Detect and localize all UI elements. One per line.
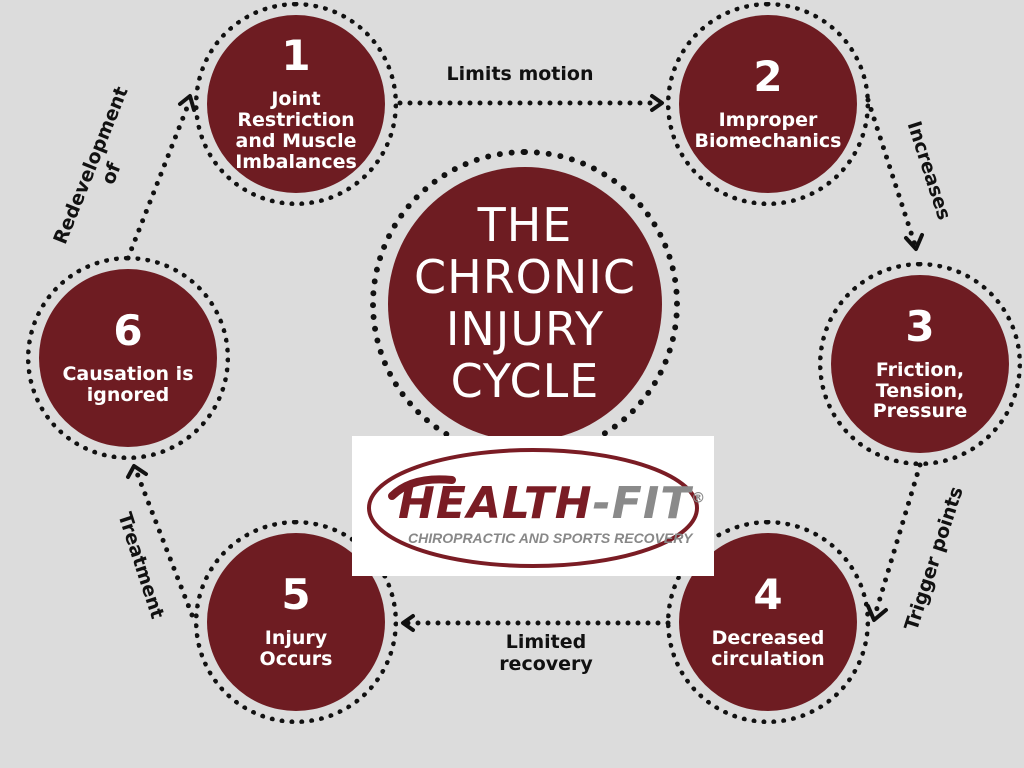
arrow-label-limits-motion: Limits motion (446, 63, 594, 85)
step-number: 3 (905, 301, 935, 351)
arrow-label-limited-recovery: Limited recovery (499, 631, 593, 675)
step-4-circle: 4 Decreased circulation (679, 533, 857, 711)
step-number: 6 (113, 306, 143, 356)
logo-name-part2: -FIT (592, 478, 692, 529)
step-6-circle: 6 Causation is ignored (39, 269, 217, 447)
step-2-dotted-ring (666, 2, 870, 206)
connector-5-6 (132, 465, 195, 618)
step-label: Decreased circulation (711, 627, 825, 670)
step-label: Improper Biomechanics (694, 109, 842, 152)
step-1-dotted-ring (194, 2, 398, 206)
diagram-title: THE CHRONIC INJURY CYCLE (414, 198, 636, 408)
logo-name-part1: HEALTH (398, 478, 593, 529)
step-label: Joint Restriction and Muscle Imbalances (235, 88, 357, 173)
step-label: Injury Occurs (259, 627, 333, 670)
step-number: 4 (753, 570, 783, 620)
arrowhead-3-4 (866, 604, 888, 622)
step-6-dotted-ring (26, 256, 230, 460)
step-number: 1 (281, 31, 311, 81)
step-label: Causation is ignored (62, 363, 194, 406)
step-3-circle: 3 Friction, Tension, Pressure (831, 275, 1009, 453)
health-fit-logo: HEALTH-FIT® CHIROPRACTIC AND SPORTS RECO… (352, 436, 714, 576)
connector-3-4 (872, 462, 923, 618)
connector-6-1 (125, 97, 193, 261)
step-1-circle: 1 Joint Restriction and Muscle Imbalance… (207, 15, 385, 193)
step-label: Friction, Tension, Pressure (872, 358, 968, 423)
step-number: 2 (753, 52, 783, 102)
arrowhead-6-1 (178, 94, 196, 112)
arrowhead-5-6 (126, 464, 148, 479)
step-5-dotted-ring (194, 520, 398, 724)
arrowhead-2-3 (904, 233, 924, 251)
arrowhead-4-5 (401, 614, 415, 632)
step-4-dotted-ring (666, 520, 870, 724)
center-circle: THE CHRONIC INJURY CYCLE (388, 167, 662, 441)
logo-swoosh-icon (367, 448, 699, 568)
logo-name: HEALTH-FIT® (398, 478, 706, 529)
logo-tagline: CHIROPRACTIC AND SPORTS RECOVERY (408, 530, 693, 546)
step-2-circle: 2 Improper Biomechanics (679, 15, 857, 193)
registered-mark: ® (691, 490, 707, 507)
arrowhead-1-2 (650, 94, 664, 112)
step-3-dotted-ring (818, 262, 1022, 466)
step-number: 5 (281, 570, 311, 620)
